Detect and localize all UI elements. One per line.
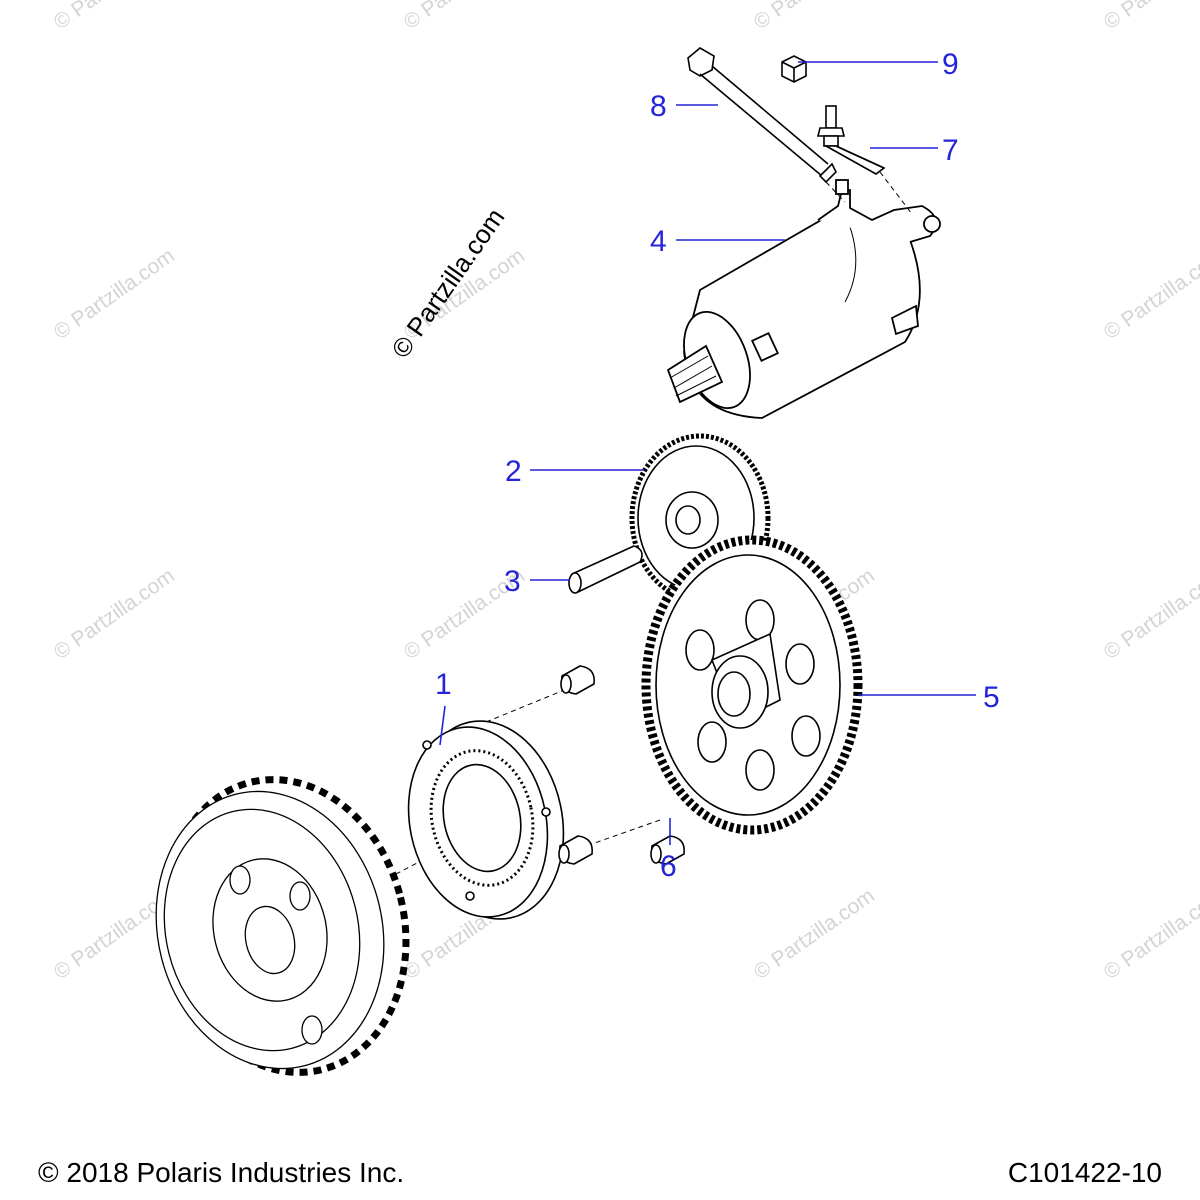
clutch-screws[interactable] <box>558 665 686 865</box>
flywheel <box>155 776 410 1076</box>
leader-lines <box>439 61 976 845</box>
callout-4[interactable]: 4 <box>650 225 667 258</box>
callout-3[interactable]: 3 <box>504 565 521 598</box>
starter-gear[interactable] <box>641 535 863 835</box>
watermark-tile: © Partzilla.com <box>1100 244 1200 344</box>
watermark-tile: © Partzilla.com <box>750 884 879 984</box>
watermark-tile: © Partzilla.com <box>750 0 879 34</box>
watermark-tile: © Partzilla.com <box>50 564 179 664</box>
stud[interactable] <box>816 105 886 175</box>
watermark-tile: © Partzilla.com <box>1100 564 1200 664</box>
pin[interactable] <box>568 545 643 594</box>
callout-6[interactable]: 6 <box>660 850 677 883</box>
watermark-tile: © Partzilla.com <box>50 244 179 344</box>
callout-9[interactable]: 9 <box>942 48 959 81</box>
callout-1[interactable]: 1 <box>435 668 452 701</box>
watermark-tile: © Partzilla.com <box>1100 0 1200 34</box>
drawing-number: C101422-10 <box>1008 1157 1162 1188</box>
one-way-clutch[interactable] <box>392 707 582 933</box>
callout-8[interactable]: 8 <box>650 90 667 123</box>
callout-2[interactable]: 2 <box>505 455 522 488</box>
callout-labels: 1 2 3 4 5 6 7 8 9 <box>435 48 1000 883</box>
nut[interactable] <box>781 55 807 83</box>
callout-7[interactable]: 7 <box>942 134 959 167</box>
watermark-tile: © Partzilla.com <box>1100 884 1200 984</box>
starter-motor[interactable] <box>666 179 941 419</box>
callout-5[interactable]: 5 <box>983 681 1000 714</box>
watermark-tile: © Partzilla.com <box>50 0 179 34</box>
bolt-long[interactable] <box>687 47 837 184</box>
copyright-notice: © 2018 Polaris Industries Inc. <box>38 1157 404 1188</box>
watermark-tile: © Partzilla.com <box>400 0 529 34</box>
